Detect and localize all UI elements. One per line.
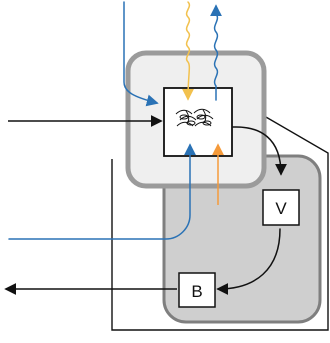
swirl-cluster-icon (175, 108, 214, 127)
v-node-box (262, 189, 300, 226)
b-node-box (178, 272, 216, 308)
v-node-label: V (275, 199, 287, 218)
blue-top-left-inflow (123, 1, 159, 107)
b-node-label: B (191, 282, 202, 301)
blue-lower-inflow (8, 143, 196, 240)
blue-wavy-outflow (209, 4, 222, 101)
central-node-box (163, 87, 233, 157)
central-to-v-arrow (232, 126, 287, 176)
v-to-b-arrow (216, 228, 281, 295)
yellow-wavy-inflow (182, 1, 195, 101)
